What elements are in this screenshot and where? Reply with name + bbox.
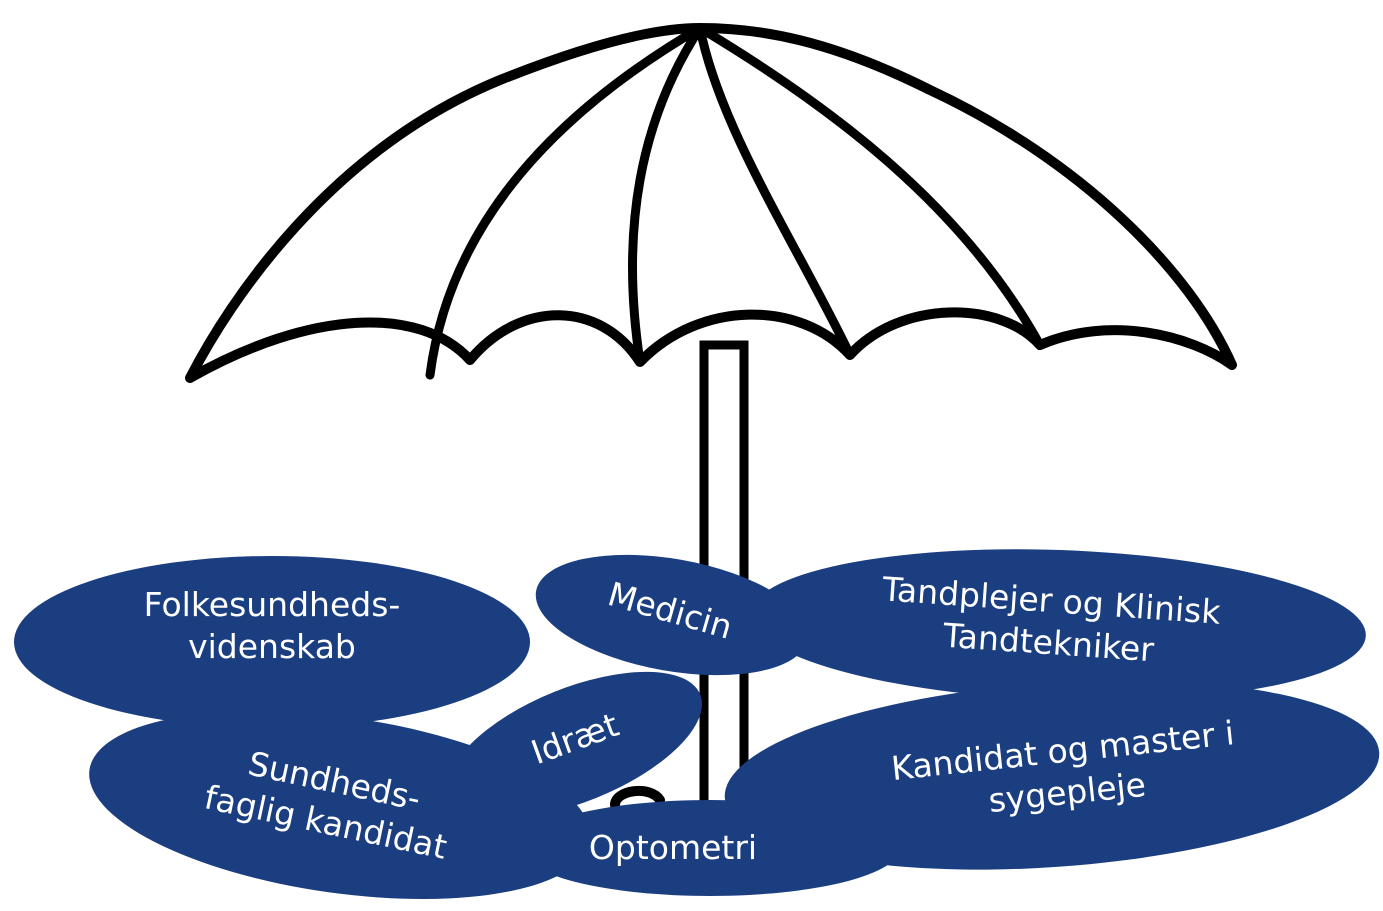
umbrella-hook: [610, 785, 665, 810]
label-optometri: Optometri: [588, 828, 758, 867]
umbrella-ribs: [425, 23, 1045, 380]
ellipse-idraet: [448, 671, 702, 819]
label-folkesundhed: Folkesundheds- videnskab: [143, 585, 401, 666]
ellipse-group: [14, 549, 1380, 899]
ellipse-tandplejer: [750, 549, 1366, 701]
ellipse-medicin: [535, 554, 809, 676]
ellipse-kandidat-sygepleje: [724, 680, 1380, 870]
ellipse-folkesundhed: [14, 556, 530, 728]
